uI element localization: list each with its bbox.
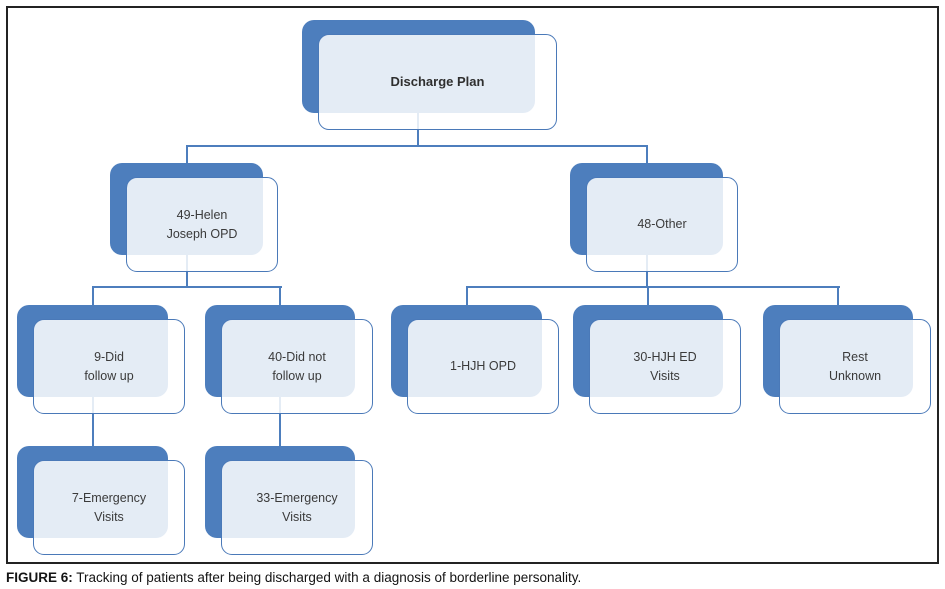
node-label: 1-HJH OPD (450, 359, 516, 374)
node-9-did-follow-up: 9-Did follow up (17, 305, 185, 414)
node-box: 40-Did not follow up (221, 319, 373, 414)
connector-did-em7 (91, 397, 94, 446)
connector-left-bar (91, 286, 282, 288)
node-box: 1-HJH OPD (407, 319, 559, 414)
connector-root-down (417, 113, 419, 147)
connector-did-up (91, 288, 94, 305)
figure-caption-label: FIGURE 6: (6, 570, 73, 585)
node-box: 49-Helen Joseph OPD (126, 177, 278, 272)
connector-hjhed-up (647, 288, 649, 305)
connector-helen-up (185, 147, 188, 163)
connector-hjhopd-up (465, 288, 468, 305)
node-box: Discharge Plan (318, 34, 557, 130)
node-label: 49-Helen Joseph OPD (166, 207, 238, 241)
node-box: 48-Other (586, 177, 738, 272)
connector-didnot-up (279, 288, 281, 305)
node-label: 40-Did not follow up (268, 349, 326, 383)
node-33-emergency-visits: 33-Emergency Visits (205, 446, 373, 555)
node-box: 9-Did follow up (33, 319, 185, 414)
node-48-other: 48-Other (570, 163, 738, 272)
node-7-emergency-visits: 7-Emergency Visits (17, 446, 185, 555)
node-label: 48-Other (637, 217, 687, 232)
connector-level2-bar (185, 145, 648, 147)
node-label: Rest Unknown (828, 349, 882, 383)
node-box: 33-Emergency Visits (221, 460, 373, 555)
node-label: 30-HJH ED Visits (633, 349, 697, 383)
node-box: 30-HJH ED Visits (589, 319, 741, 414)
node-discharge-plan: Discharge Plan (302, 20, 557, 130)
connector-right-bar (465, 286, 840, 288)
connector-rest-up (837, 288, 839, 305)
connector-didnot-em33 (279, 397, 281, 446)
node-label: Discharge Plan (390, 74, 485, 90)
node-label: 33-Emergency Visits (256, 490, 338, 524)
node-box: Rest Unknown (779, 319, 931, 414)
node-label: 9-Did follow up (84, 349, 134, 383)
connector-other-up (645, 147, 648, 163)
node-rest-unknown: Rest Unknown (763, 305, 931, 414)
node-1-hjh-opd: 1-HJH OPD (391, 305, 559, 414)
node-30-hjh-ed-visits: 30-HJH ED Visits (573, 305, 741, 414)
figure-caption-text: Tracking of patients after being dischar… (72, 570, 582, 585)
node-40-did-not-follow-up: 40-Did not follow up (205, 305, 373, 414)
node-label: 7-Emergency Visits (71, 490, 147, 524)
node-box: 7-Emergency Visits (33, 460, 185, 555)
figure-caption: FIGURE 6: Tracking of patients after bei… (6, 570, 936, 585)
node-49-helen-joseph-opd: 49-Helen Joseph OPD (110, 163, 278, 272)
